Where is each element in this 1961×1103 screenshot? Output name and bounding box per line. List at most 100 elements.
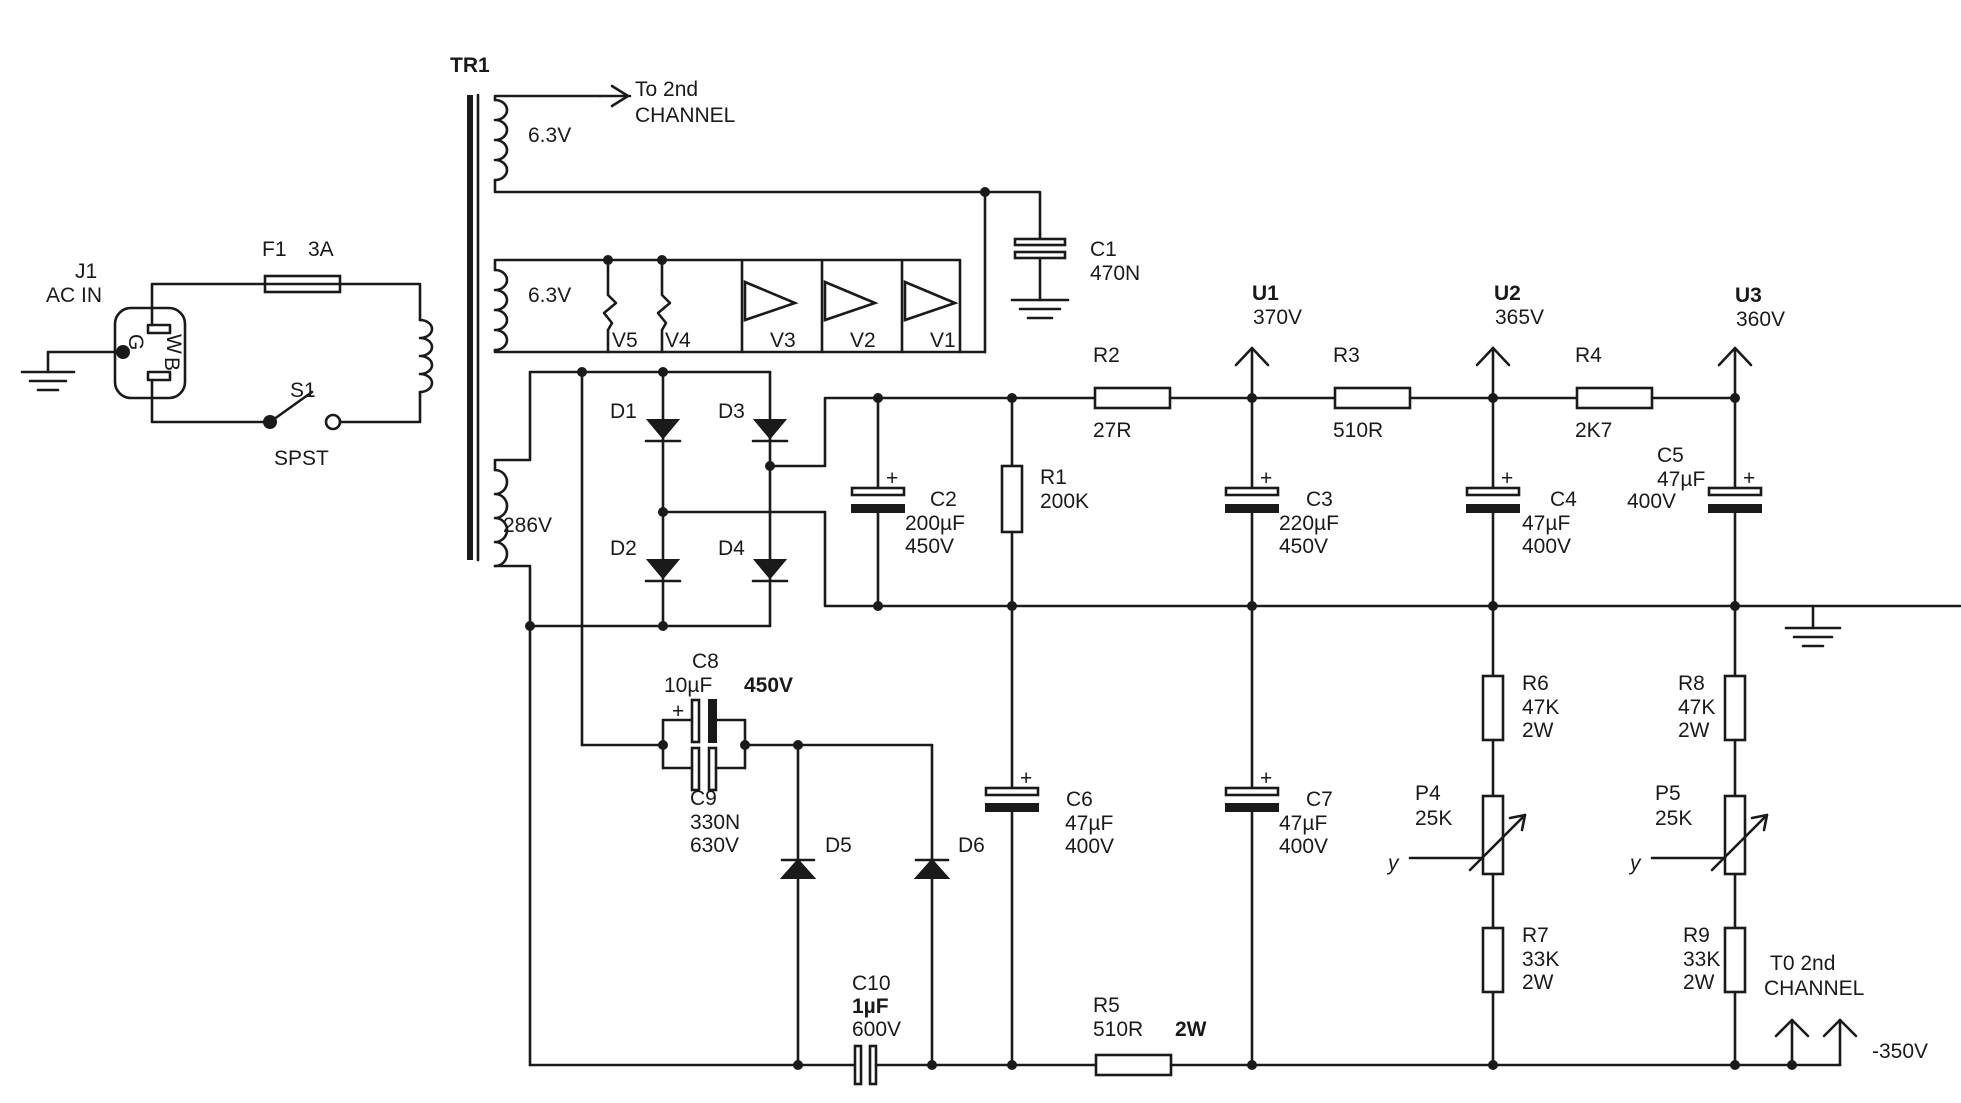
ground-symbol-left xyxy=(20,350,124,392)
diode-d5-label: D5 xyxy=(825,834,852,857)
resistor-r5 xyxy=(1094,1053,1173,1077)
c3-ref: C3 xyxy=(1306,488,1333,511)
switch-type: SPST xyxy=(274,447,329,470)
resistor-r4 xyxy=(1575,386,1654,410)
heater-v4 xyxy=(656,258,672,354)
diode-d5 xyxy=(779,858,817,879)
transformer-secondary-1 xyxy=(493,84,1042,236)
rail-u2-arrow xyxy=(1475,346,1511,400)
diode-d2-label: D2 xyxy=(610,537,637,560)
p4-output: y xyxy=(1386,852,1400,875)
c1-ref: C1 xyxy=(1090,238,1117,261)
transformer-primary xyxy=(418,318,434,397)
transformer-secondary-2 xyxy=(493,190,987,354)
p5-output: y xyxy=(1628,852,1642,875)
r8-value: 47K xyxy=(1678,696,1715,719)
resistor-r6 xyxy=(1481,674,1505,742)
neg-arrow-1 xyxy=(1774,1018,1810,1067)
diode-d3 xyxy=(751,419,789,443)
capacitor-c6: + xyxy=(984,604,1040,1067)
r8-ref: R8 xyxy=(1678,672,1705,695)
resistor-r2 xyxy=(1093,386,1172,410)
fuse-value: 3A xyxy=(308,238,334,261)
r4-ref: R4 xyxy=(1575,344,1602,367)
c2-value: 200µF xyxy=(905,512,965,535)
r6-power: 2W xyxy=(1522,719,1554,742)
diode-d6-label: D6 xyxy=(958,834,985,857)
r2-ref: R2 xyxy=(1093,344,1120,367)
c7-ref: C7 xyxy=(1306,788,1333,811)
capacitor-c10 xyxy=(853,1044,878,1086)
c5-value: 47µF xyxy=(1657,468,1705,491)
c10-ref: C10 xyxy=(852,972,891,995)
neg-voltage: -350V xyxy=(1872,1040,1928,1063)
rail-u3-arrow xyxy=(1717,346,1753,400)
r9-value: 33K xyxy=(1683,948,1720,971)
sec3-voltage: 286V xyxy=(503,514,552,537)
neg-to-second: T0 2nd xyxy=(1770,952,1835,975)
capacitor-c1 xyxy=(1010,232,1070,320)
r5-value: 510R xyxy=(1093,1018,1143,1041)
c2-voltage: 450V xyxy=(905,535,954,558)
jack-pin-b: B xyxy=(160,357,183,371)
diode-d4-label: D4 xyxy=(718,537,745,560)
capacitor-c9 xyxy=(661,746,747,792)
resistor-r1 xyxy=(1000,464,1024,534)
fuse-f1 xyxy=(263,274,342,294)
c6-value: 47µF xyxy=(1065,812,1113,835)
r3-ref: R3 xyxy=(1333,344,1360,367)
c2-ref: C2 xyxy=(930,488,957,511)
c9-voltage: 630V xyxy=(690,834,739,857)
transformer-core xyxy=(467,93,480,562)
fuse-ref: F1 xyxy=(262,238,287,261)
c7-value: 47µF xyxy=(1279,812,1327,835)
r6-ref: R6 xyxy=(1522,672,1549,695)
tube-v5: V5 xyxy=(612,329,638,352)
jack-pin-g: G xyxy=(124,334,147,350)
r6-value: 47K xyxy=(1522,696,1559,719)
switch-s1 xyxy=(263,390,342,431)
c5-ref: C5 xyxy=(1657,444,1684,467)
capacitor-c4: + xyxy=(1465,396,1521,608)
capacitor-c3: + xyxy=(1224,396,1280,608)
rail-u2-voltage: 365V xyxy=(1495,306,1544,329)
c10-voltage: 600V xyxy=(852,1018,901,1041)
c6-voltage: 400V xyxy=(1065,835,1114,858)
r4-value: 2K7 xyxy=(1575,419,1612,442)
tube-v1: V1 xyxy=(930,329,956,352)
p5-value: 25K xyxy=(1655,807,1692,830)
rail-u1-ref: U1 xyxy=(1252,282,1279,305)
c3-voltage: 450V xyxy=(1279,535,1328,558)
diode-d3-label: D3 xyxy=(718,400,745,423)
rail-u2-ref: U2 xyxy=(1494,282,1521,305)
rail-u1-voltage: 370V xyxy=(1253,306,1302,329)
tube-v4: V4 xyxy=(665,329,691,352)
svg-text:+: + xyxy=(672,700,684,723)
neg-arrow-2 xyxy=(1822,1018,1858,1067)
c10-value: 1µF xyxy=(852,995,889,1018)
c7-voltage: 400V xyxy=(1279,835,1328,858)
ground-symbol-right xyxy=(1784,604,1842,648)
svg-text:+: + xyxy=(1260,767,1272,790)
c9-value: 330N xyxy=(690,811,740,834)
svg-text:+: + xyxy=(1743,467,1755,490)
r7-power: 2W xyxy=(1522,971,1554,994)
resistor-r7 xyxy=(1481,926,1505,994)
sec1-voltage: 6.3V xyxy=(528,124,571,147)
c4-voltage: 400V xyxy=(1522,535,1571,558)
ac-input-jack: G W B xyxy=(113,306,187,400)
c1-value: 470N xyxy=(1090,262,1140,285)
c9-ref: C9 xyxy=(690,787,717,810)
transformer-ref: TR1 xyxy=(450,54,490,77)
switch-ref: S1 xyxy=(290,379,316,402)
heater-v2 xyxy=(820,258,879,354)
svg-text:+: + xyxy=(886,467,898,490)
tube-v2: V2 xyxy=(850,329,876,352)
diode-d4 xyxy=(751,559,789,583)
capacitor-c2: + xyxy=(850,396,906,608)
c3-value: 220µF xyxy=(1279,512,1339,535)
r3-value: 510R xyxy=(1333,419,1383,442)
rail-u1-arrow xyxy=(1234,346,1270,400)
to-second-top: To 2nd xyxy=(635,78,698,101)
r9-power: 2W xyxy=(1683,971,1715,994)
